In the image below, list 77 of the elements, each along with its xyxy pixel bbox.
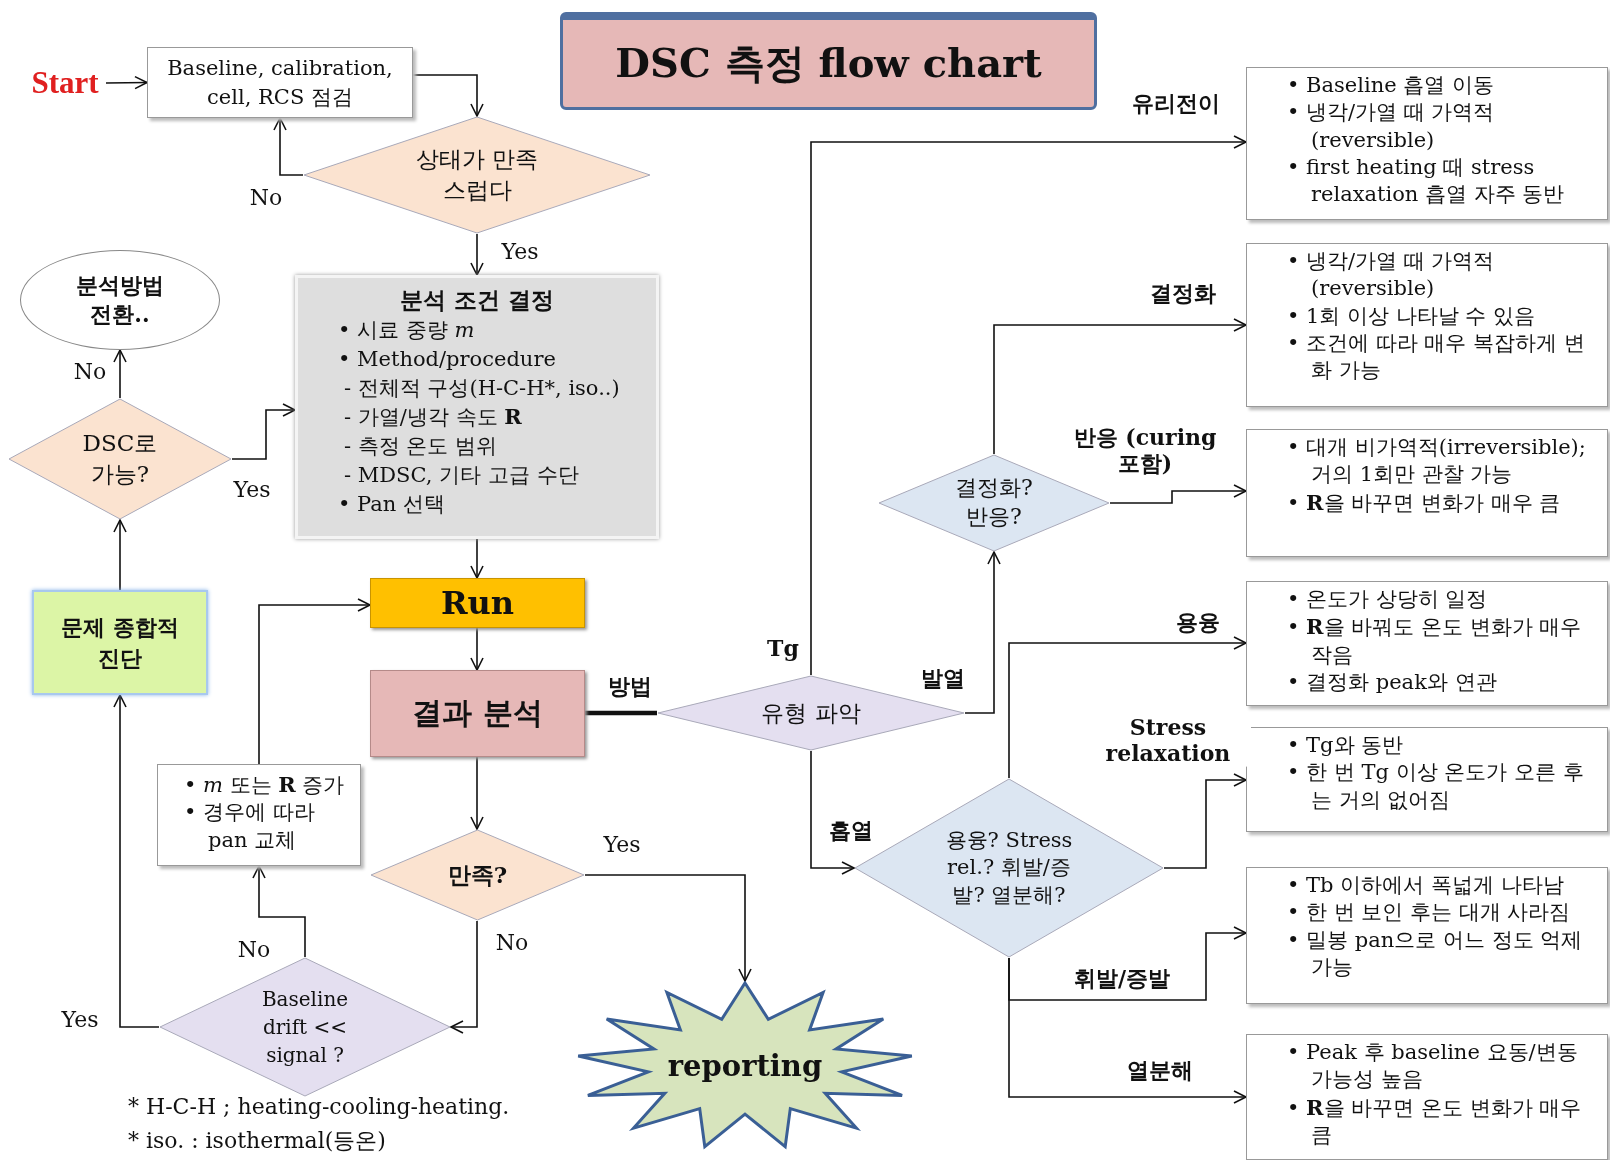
note-box: [1246, 243, 1608, 407]
decision-diamond: DSC로 가능?: [8, 398, 232, 520]
arrow: [964, 551, 1001, 714]
list-item: - 측정 온도 범위: [343, 432, 499, 460]
start-label: Start: [24, 62, 106, 104]
list-item: • 냉각/가열 때 가역적 (reversible): [1287, 248, 1496, 303]
arrow: [993, 318, 1247, 455]
list-item: • R을 바꾸면 변화가 매우 큼: [1287, 488, 1562, 517]
decision-diamond: Baseline drift << signal ?: [159, 957, 451, 1097]
note-box: [157, 764, 361, 866]
arrow: [470, 538, 484, 579]
list-item: • 밀봉 pan으로 어느 정도 억제 가능: [1287, 926, 1584, 981]
list-item: - 전체적 구성(H-C-H*, iso..): [343, 374, 621, 402]
list-item: • 경우에 따라 pan 교체: [184, 799, 316, 854]
list-item: • 냉각/가열 때 가역적 (reversible): [1287, 99, 1496, 154]
footnote: * iso. : isothermal(등온): [128, 1127, 386, 1155]
arrow: [113, 694, 160, 1028]
list-item: • m 또는 R 증가: [184, 771, 346, 799]
note-box: [1246, 727, 1608, 832]
decision-diamond: 만족?: [370, 829, 585, 921]
decision-diamond: 결정화? 반응?: [878, 454, 1110, 552]
list-item: • 한 번 보인 후는 대개 사라짐: [1287, 899, 1572, 927]
arrow: [1109, 484, 1247, 504]
list-item: • 조건에 따라 매우 복잡하게 변화 가능: [1287, 329, 1586, 385]
process-box: Run: [370, 578, 585, 628]
arrow: [258, 598, 371, 765]
arrow: [113, 349, 127, 399]
list-item: • first heating 때 stress relaxation 흡열 자주 동반: [1287, 153, 1566, 209]
arrow: [113, 519, 127, 591]
list-item: • 한 번 Tg 이상 온도가 오른 후는 거의 없어짐: [1287, 759, 1585, 814]
arrow: [810, 135, 1247, 676]
arrow: [810, 750, 855, 875]
list-item: • R을 바꿔도 온도 변화가 매우 작음: [1287, 613, 1583, 669]
arrow: [450, 920, 478, 1034]
arrow: [105, 75, 148, 90]
arrow: [1008, 926, 1247, 1001]
arrow: [252, 865, 306, 958]
footnote: * H-C-H ; heating-cooling-heating.: [128, 1094, 510, 1119]
arrow: [1163, 773, 1247, 869]
process-box: 결과 분석: [370, 670, 585, 757]
note-box: [1246, 581, 1608, 706]
note-box: [1246, 867, 1608, 1004]
arrow: [584, 874, 752, 982]
process-box: 문제 종합적 진단: [32, 590, 208, 695]
arrow: [470, 627, 484, 671]
list-item: - MDSC, 기타 고급 수단: [343, 461, 580, 489]
starburst: reporting: [575, 981, 915, 1151]
arrow: [1008, 636, 1247, 779]
arrow: [470, 233, 484, 276]
list-item: • 대개 비가역적(irreversible); 거의 1회만 관찰 가능: [1287, 434, 1587, 489]
list-item: • Pan 선택: [338, 490, 446, 518]
note-box: [1246, 1034, 1608, 1160]
list-item: • R을 바꾸면 온도 변화가 매우 큼: [1287, 1093, 1583, 1149]
list-item: • 결정화 peak와 연관: [1287, 668, 1498, 696]
list-item: • Baseline 흡열 이동: [1287, 72, 1495, 99]
double-line: [585, 710, 657, 716]
list-item: • 1회 이상 나타날 수 있음: [1287, 302, 1537, 330]
note-box: [1246, 67, 1608, 220]
list-item: • 시료 중량 m: [338, 316, 476, 344]
decision-diamond: 상태가 만족스럽다: [303, 116, 651, 234]
list-item: • Tb 이하에서 폭넓게 나타남: [1287, 872, 1565, 899]
process-box: [295, 275, 659, 539]
note-box: [1246, 429, 1608, 557]
list-item: • Peak 후 baseline 요동/변동 가능성 높음: [1287, 1039, 1579, 1094]
arrow: [412, 74, 484, 117]
outcome-ellipse: 분석방법 전환..: [20, 250, 220, 350]
box-heading: 분석 조건 결정: [399, 285, 555, 315]
arrow: [1008, 957, 1247, 1104]
list-item: • Tg와 동반: [1287, 732, 1405, 759]
title-banner: DSC 측정 flow chart: [560, 12, 1097, 110]
arrow: [231, 403, 296, 460]
process-box: Baseline, calibration, cell, RCS 점검: [147, 47, 413, 118]
list-item: - 가열/냉각 속도 R: [343, 402, 523, 431]
list-item: • Method/procedure: [338, 345, 557, 373]
arrow: [273, 117, 304, 176]
arrow: [470, 756, 484, 830]
list-item: • 온도가 상당히 일정: [1287, 586, 1489, 613]
